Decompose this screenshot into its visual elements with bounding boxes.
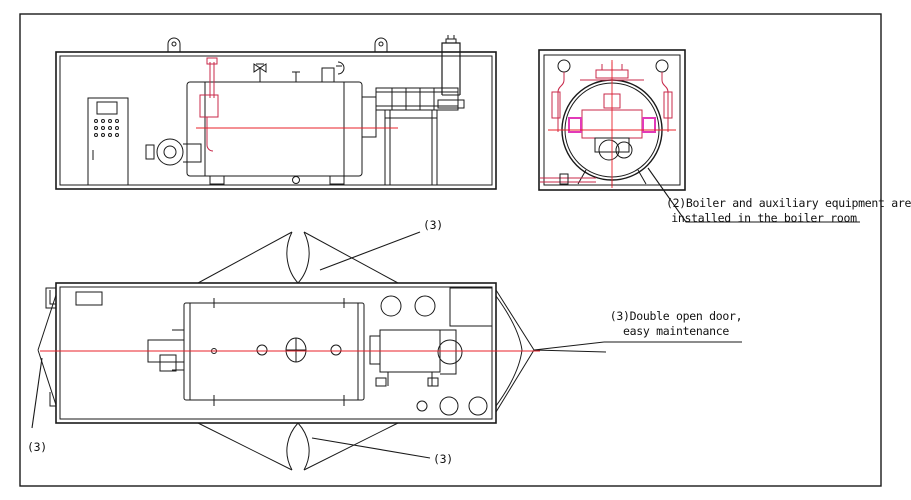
side-view-container [55, 51, 497, 190]
lifting-lug-left-hole [171, 41, 177, 47]
plan-container [55, 282, 497, 424]
top-fitting-3 [336, 61, 345, 75]
door-leaves-left [37, 290, 57, 407]
control-cabinet-plan [75, 291, 103, 306]
label-boiler-room-line1: (2)Boiler and auxiliary equipment are [666, 196, 911, 210]
callout-bottom-door: (3) [433, 452, 453, 466]
front-view [538, 49, 860, 223]
control-cabinet-screen [96, 101, 118, 115]
top-fitting-2 [321, 67, 335, 83]
chimney [441, 42, 461, 95]
control-cabinet [87, 97, 129, 186]
door-leaves-top [197, 231, 399, 284]
pump-3 [468, 396, 488, 416]
rear-manifold [361, 96, 377, 138]
lifting-lug-right [374, 37, 388, 52]
label-boiler-room-line2: installed in the boiler room [671, 211, 857, 225]
leader-boiler-room [647, 167, 860, 223]
lifting-lug-right-hole [378, 41, 384, 47]
side-view [55, 35, 497, 190]
burner-fan [156, 138, 184, 166]
leader-top-door [319, 231, 421, 271]
callout-left-door: (3) [27, 440, 47, 454]
top-fitting-1 [292, 71, 300, 82]
top-valve [253, 63, 267, 82]
door-leaves-right [495, 289, 607, 413]
tank-1 [380, 295, 402, 317]
boiler-body-plan [183, 302, 365, 401]
pressure-gauge-left [557, 59, 571, 73]
label-double-door-line2: easy maintenance [623, 324, 729, 338]
pump-1 [416, 400, 428, 412]
side-view-container-inner [59, 55, 493, 186]
callout-top-door: (3) [423, 218, 443, 232]
tank-2 [414, 295, 436, 317]
lifting-lug-left [167, 37, 181, 52]
label-double-door: (3)Double open door, easy maintenance [606, 309, 746, 339]
pressure-gauge-right [655, 59, 669, 73]
leader-bottom-door [311, 437, 431, 459]
pump-2 [439, 396, 459, 416]
door-leaves-bottom [197, 422, 399, 471]
drawing-frame [19, 13, 882, 487]
label-boiler-room: (2)Boiler and auxiliary equipment are in… [666, 196, 911, 226]
front-view-container [538, 49, 686, 191]
burner-front [598, 139, 620, 161]
control-cabinet-buttons [94, 119, 119, 137]
plan-view [31, 231, 742, 471]
water-tank-plan [449, 287, 493, 327]
front-pipework [199, 62, 219, 152]
leader-left-door [31, 357, 43, 429]
boiler-body-side [186, 81, 363, 177]
support-frame [384, 110, 438, 185]
label-double-door-line1: (3)Double open door, [609, 309, 743, 323]
